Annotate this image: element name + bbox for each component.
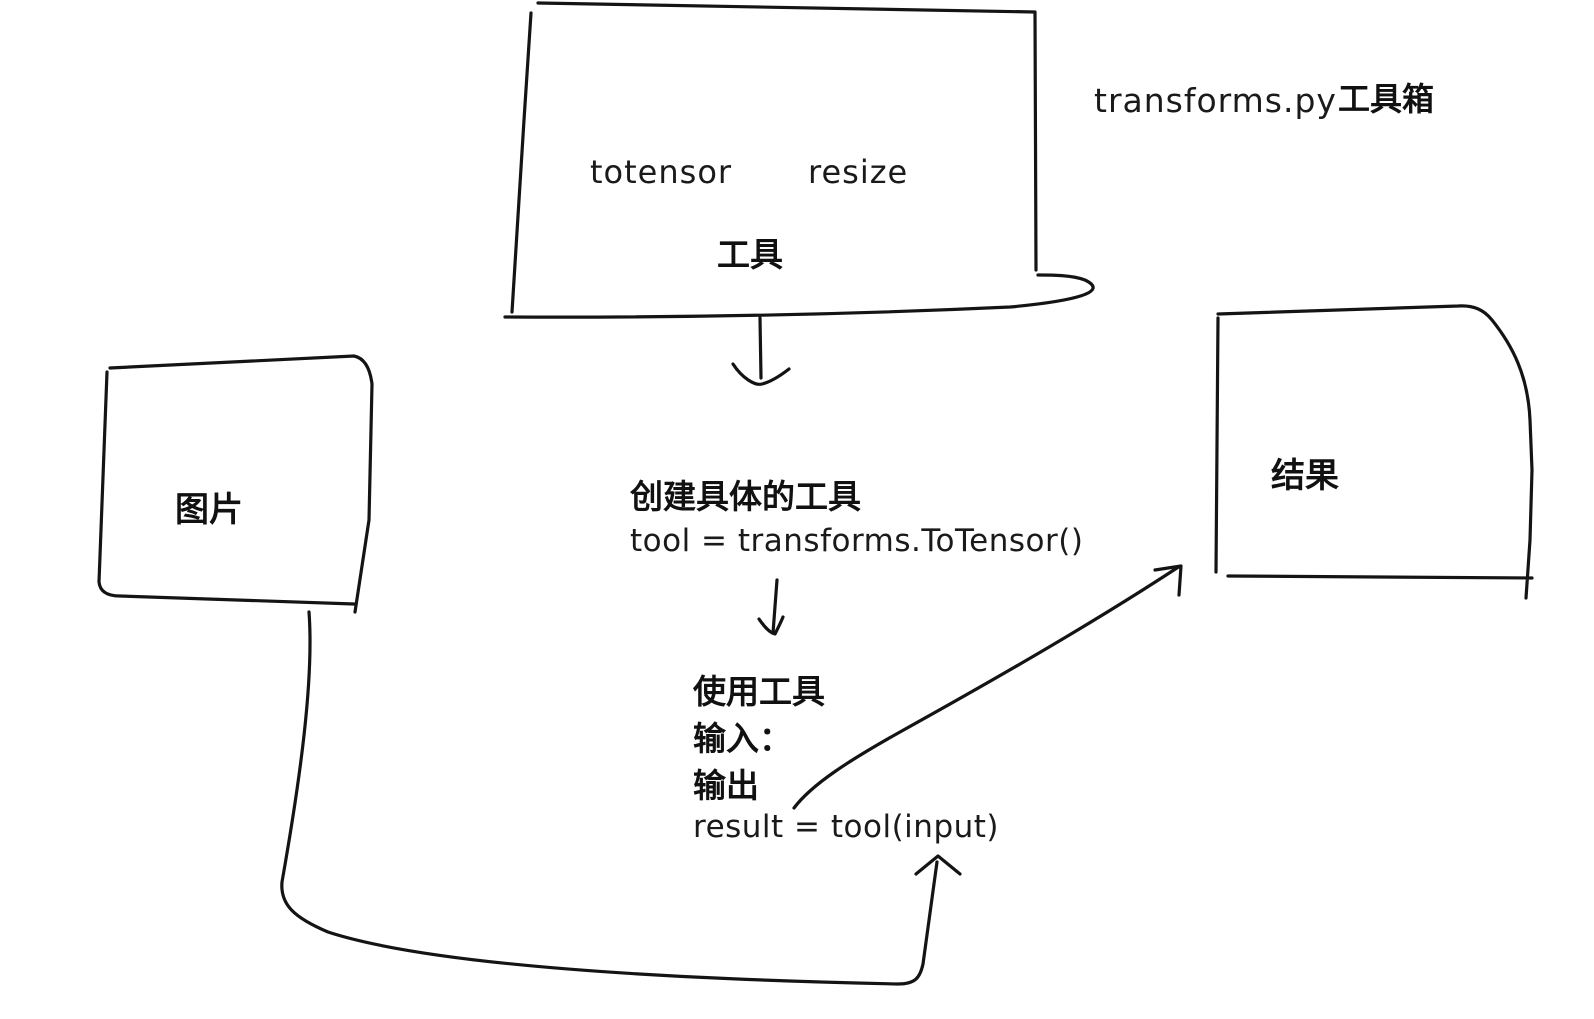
toolbox-box-outline [503,1,1095,319]
create-step-code: tool = transforms.ToTensor() [630,523,1084,559]
output-to-result-arrow [792,564,1183,810]
result-box-outline [1214,304,1534,600]
toolbox-title: transforms.py [1094,81,1337,120]
tool-resize-label: resize [808,153,909,191]
create-to-use-arrow [757,578,785,636]
toolbox-title-zh: 工具箱 [1338,80,1435,118]
toolbox-down-arrow [731,316,791,386]
toolbox-label: 工具 [717,235,783,274]
use-step-output-label: 输出 [693,766,759,805]
create-step-title: 创建具体的工具 [630,477,861,516]
use-step-input-label: 输入： [693,719,792,758]
use-step-title: 使用工具 [693,672,825,711]
tool-totensor-label: totensor [590,153,733,191]
image-to-input-arrow [280,610,962,986]
image-box-label: 图片 [175,490,243,530]
use-step-code: result = tool(input) [693,809,1000,845]
result-box-label: 结果 [1271,456,1339,496]
image-box-outline [97,354,374,614]
